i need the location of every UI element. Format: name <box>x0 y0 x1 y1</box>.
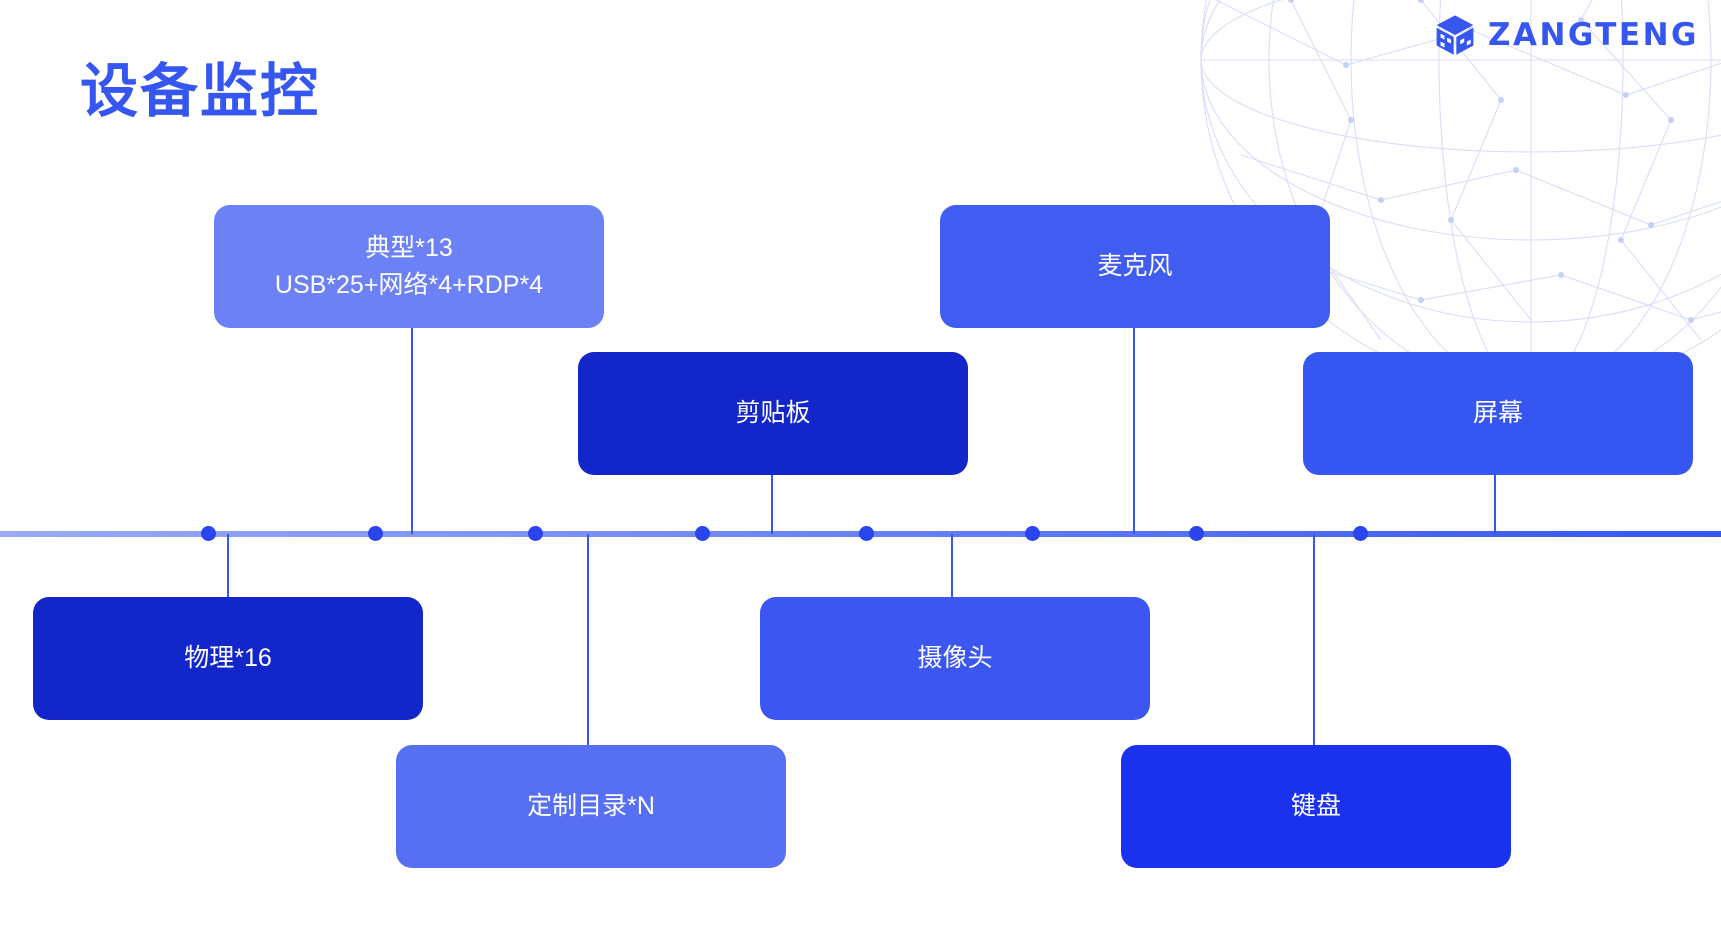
node-card-label: 典型*13 USB*25+网络*4+RDP*4 <box>274 234 544 299</box>
timeline-dot[interactable] <box>368 526 383 541</box>
timeline-dot[interactable] <box>201 526 216 541</box>
node-card-label: 摄像头 <box>917 644 993 673</box>
node-connector-keyboard <box>1313 534 1315 745</box>
page-title: 设备监控 <box>80 59 321 124</box>
node-card-typical[interactable]: 典型*13 USB*25+网络*4+RDP*4 <box>214 205 604 328</box>
timeline-dot[interactable] <box>859 526 874 541</box>
node-card-label: 键盘 <box>1290 792 1341 821</box>
node-card-custom-directory[interactable]: 定制目录*N <box>396 745 786 868</box>
node-connector-typical <box>411 328 413 534</box>
cube-logo-icon <box>1436 15 1474 55</box>
brand-logo: ZANGTENG <box>1434 14 1699 56</box>
timeline-dot[interactable] <box>695 526 710 541</box>
brand-name: ZANGTENG <box>1487 17 1699 53</box>
node-card-microphone[interactable]: 麦克风 <box>940 205 1330 328</box>
node-card-label: 屏幕 <box>1472 399 1523 428</box>
timeline-dot[interactable] <box>1025 526 1040 541</box>
node-connector-camera <box>951 534 953 597</box>
node-connector-custom-directory <box>587 534 589 745</box>
node-card-label: 定制目录*N <box>527 792 655 821</box>
timeline-dot[interactable] <box>1189 526 1204 541</box>
node-card-clipboard[interactable]: 剪贴板 <box>578 352 968 475</box>
node-card-camera[interactable]: 摄像头 <box>760 597 1150 720</box>
node-card-screen[interactable]: 屏幕 <box>1303 352 1693 475</box>
node-card-label: 剪贴板 <box>735 399 811 428</box>
node-card-label: 麦克风 <box>1097 252 1173 281</box>
node-connector-clipboard <box>771 475 773 534</box>
timeline-dot[interactable] <box>1353 526 1368 541</box>
node-card-physical[interactable]: 物理*16 <box>33 597 423 720</box>
node-connector-microphone <box>1133 328 1135 534</box>
node-connector-screen <box>1494 475 1496 534</box>
node-card-keyboard[interactable]: 键盘 <box>1121 745 1511 868</box>
node-card-label: 物理*16 <box>184 644 272 673</box>
timeline-dot[interactable] <box>528 526 543 541</box>
node-connector-physical <box>227 534 229 597</box>
